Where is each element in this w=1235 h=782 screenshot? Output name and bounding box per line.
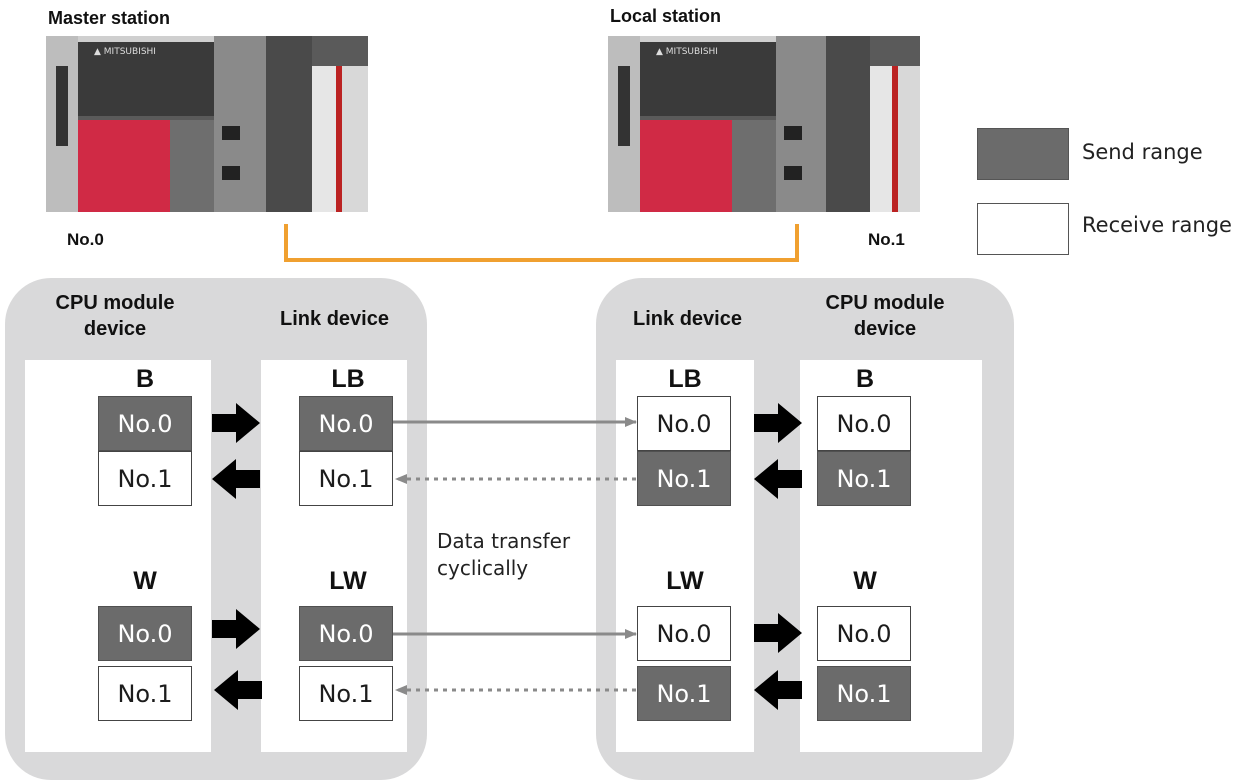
local-w-to-lw-arrow (754, 670, 802, 710)
master-link-bit-label: LB (331, 365, 365, 393)
local-lb-cell-0: No.0 (637, 396, 731, 451)
local-w-cell-1: No.1 (817, 666, 911, 721)
master-station-title: Master station (48, 8, 171, 28)
master-b-cell-1: No.1 (98, 451, 192, 506)
master-plc-image: ▲ MITSUBISHI (46, 36, 368, 212)
local-b-to-lb-arrow (754, 459, 802, 499)
master-b-to-lb-arrow (212, 403, 260, 443)
master-lb-cell-0: No.0 (299, 396, 393, 451)
legend-receive-swatch (977, 203, 1069, 255)
master-station-number: No.0 (67, 230, 104, 249)
local-link-word-label: LW (666, 567, 704, 595)
master-link-word-label: LW (329, 567, 367, 595)
master-b-cell-0: No.0 (98, 396, 192, 451)
master-cpu-bit-label: B (135, 365, 155, 393)
master-lb-cell-1: No.1 (299, 451, 393, 506)
svg-text:▲ MITSUBISHI: ▲ MITSUBISHI (94, 47, 156, 57)
local-cpu-header: CPU module device (825, 292, 945, 340)
master-lw-to-w-arrow (214, 670, 262, 710)
local-lb-cell-1: No.1 (637, 451, 731, 506)
local-b-cell-1: No.1 (817, 451, 911, 506)
master-link-header: Link device (280, 308, 389, 330)
master-lb-to-b-arrow (212, 459, 260, 499)
master-w-cell-0: No.0 (98, 606, 192, 661)
local-lw-cell-1: No.1 (637, 666, 731, 721)
legend-receive-label: Receive range (1082, 213, 1232, 237)
svg-text:▲ MITSUBISHI: ▲ MITSUBISHI (656, 47, 718, 57)
local-link-bit-label: LB (668, 365, 702, 393)
transfer-note: Data transfer cyclically (437, 529, 571, 580)
legend-send-swatch (977, 128, 1069, 180)
local-lw-to-w-arrow (754, 613, 802, 653)
master-lw-cell-1: No.1 (299, 666, 393, 721)
local-link-header: Link device (633, 308, 742, 330)
local-lb-to-b-arrow (754, 403, 802, 443)
master-w-cell-1: No.1 (98, 666, 192, 721)
local-station-title: Local station (610, 6, 722, 26)
local-lw-cell-0: No.0 (637, 606, 731, 661)
local-w-cell-0: No.0 (817, 606, 911, 661)
master-w-to-lw-arrow (212, 609, 260, 649)
local-station-number: No.1 (868, 230, 905, 249)
local-b-cell-0: No.0 (817, 396, 911, 451)
local-cpu-bit-label: B (855, 365, 875, 393)
legend-send-label: Send range (1082, 140, 1203, 164)
local-cpu-word-label: W (853, 567, 877, 595)
master-cpu-word-label: W (133, 567, 157, 595)
local-plc-image: ▲ MITSUBISHI (608, 36, 920, 212)
network-cable (284, 224, 799, 262)
master-cpu-header: CPU module device (55, 292, 175, 340)
master-lw-cell-0: No.0 (299, 606, 393, 661)
